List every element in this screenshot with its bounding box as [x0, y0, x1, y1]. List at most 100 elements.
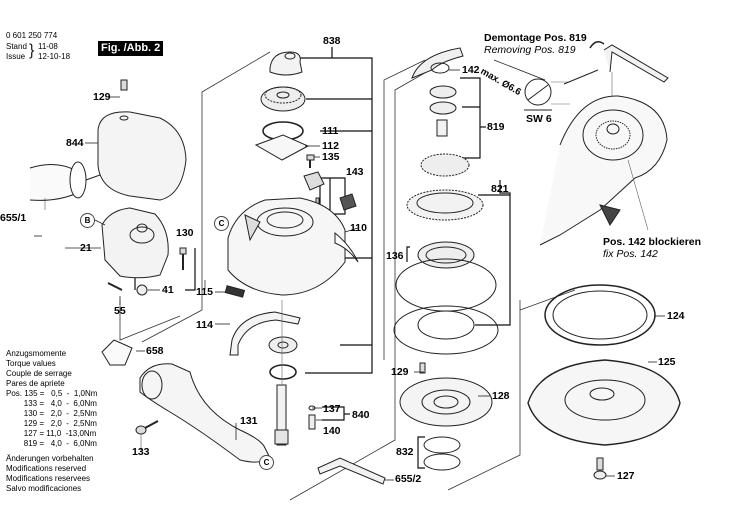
part-label-41: 41 — [162, 284, 174, 296]
part-label-111: 111 — [322, 125, 339, 137]
torque-title-fr: Couple de serrage — [6, 369, 72, 378]
drawing-seal-136 — [417, 241, 475, 269]
fix-instruction: fix Pos. 142 — [603, 248, 658, 260]
modification-notes: Änderungen vorbehalten Modifications res… — [6, 454, 94, 494]
removing-title: Removing Pos. 819 — [484, 44, 576, 56]
note-de: Änderungen vorbehalten — [6, 454, 94, 463]
drawing-motor-housing — [101, 207, 169, 279]
part-label-137: 137 — [323, 403, 341, 415]
part-label-655-2: 655/2 — [395, 473, 422, 485]
part-label-112: 112 — [322, 140, 339, 152]
part-label-821: 821 — [491, 183, 509, 195]
callout-b: B — [80, 213, 95, 228]
part-label-135: 135 — [322, 151, 340, 163]
part-label-142: 142 — [462, 64, 480, 76]
part-label-658: 658 — [146, 345, 164, 357]
drawing-rings — [393, 258, 499, 355]
torque-row: 127 = 11,0 -13,0Nm — [6, 429, 97, 438]
issue-label: Issue — [6, 52, 26, 61]
drawing-rings-832 — [423, 436, 461, 471]
part-label-840: 840 — [352, 409, 370, 421]
drawing-sleeve-658 — [101, 339, 133, 366]
drawing-screw-135 — [306, 154, 315, 168]
brace: } — [29, 42, 35, 59]
part-number: 0 601 250 774 — [6, 31, 58, 40]
drawing-cap — [269, 51, 303, 76]
drawing-screw-133 — [135, 420, 159, 448]
leader-lines — [34, 69, 665, 481]
drawing-ring-124 — [544, 284, 656, 346]
part-label-125: 125 — [658, 356, 676, 368]
part-label-128: 128 — [492, 390, 510, 402]
bracket-838 — [300, 47, 373, 374]
part-label-129-right: 129 — [391, 366, 409, 378]
part-label-115: 115 — [196, 286, 213, 298]
drawing-bevel-gear — [260, 86, 306, 112]
drawing-screw-129b — [419, 362, 426, 374]
drawing-bearing — [268, 336, 298, 380]
stand-value: 11-08 — [38, 42, 58, 51]
part-label-127: 127 — [617, 470, 635, 482]
part-label-130: 130 — [176, 227, 194, 239]
drawing-pad-base-128 — [399, 377, 493, 427]
callout-c: C — [214, 216, 229, 231]
part-label-110: 110 — [350, 222, 367, 234]
part-label-844: 844 — [66, 137, 84, 149]
drawing-handle — [139, 363, 271, 463]
torque-row: 130 = 2,0 - 2,5Nm — [6, 409, 97, 418]
bracket-misc — [134, 77, 511, 469]
drawing-side-handle — [29, 161, 101, 210]
drawing-bearings-819 — [429, 85, 457, 137]
drawing-spring — [224, 285, 246, 298]
torque-title-es: Pares de apriete — [6, 379, 65, 388]
issue-value: 12-10-18 — [38, 52, 71, 61]
part-label-832: 832 — [396, 446, 414, 458]
drawing-cover-plate-142 — [411, 47, 464, 79]
stand-label: Stand — [6, 42, 27, 51]
drawing-brush-holders — [303, 171, 357, 211]
part-label-21: 21 — [80, 242, 92, 254]
drawing-gears-821 — [406, 153, 484, 221]
callout-c: C — [259, 455, 274, 470]
frame-left — [141, 51, 431, 501]
drawing-motor-cover — [97, 79, 187, 201]
torque-title-en: Torque values — [6, 359, 56, 368]
part-label-131: 131 — [240, 415, 258, 427]
torque-row: Pos. 135 = 0,5 - 1,0Nm — [6, 389, 98, 398]
torque-row: 129 = 2,0 - 2,5Nm — [6, 419, 97, 428]
note-en: Modifications reserved — [6, 464, 87, 473]
demontage-title: Demontage Pos. 819 — [484, 32, 587, 44]
drawing-demontage-detail — [493, 41, 669, 246]
part-label-133: 133 — [132, 446, 150, 458]
frame-handle — [119, 280, 206, 341]
drawing-sanding-pad-125 — [527, 359, 681, 446]
part-label-140: 140 — [323, 425, 341, 437]
drawing-spindle — [274, 300, 289, 446]
torque-title-de: Anzugsmomente — [6, 349, 67, 358]
drawing-allen-key — [317, 457, 386, 485]
drawing-plate — [254, 134, 310, 161]
part-label-136: 136 — [386, 250, 404, 262]
torque-table: Anzugsmomente Torque values Couple de se… — [6, 349, 97, 449]
part-label-838: 838 — [323, 35, 341, 47]
frame-right — [383, 59, 576, 491]
drawing-pin — [308, 405, 316, 430]
drawing-screw-55 — [107, 282, 148, 296]
part-label-129: 129 — [93, 91, 111, 103]
drawing-clamp-band — [229, 311, 301, 356]
part-label-124: 124 — [667, 310, 685, 322]
drawing-clip-110 — [334, 231, 359, 263]
part-label-655-1: 655/1 — [0, 212, 27, 224]
torque-row: 133 = 4,0 - 6,0Nm — [6, 399, 97, 408]
figure-label: Fig. /Abb. 2 — [98, 41, 164, 56]
part-label-114: 114 — [196, 319, 213, 331]
block-instruction: Pos. 142 blockieren — [603, 236, 702, 248]
part-label-819: 819 — [487, 121, 505, 133]
part-label-143: 143 — [346, 166, 364, 178]
drawing-gear-housing — [227, 197, 346, 296]
torque-row: 819 = 4,0 - 6,0Nm — [6, 439, 97, 448]
wrench-size-label: SW 6 — [526, 113, 552, 125]
drawing-screw-130 — [179, 247, 187, 270]
note-fr: Modifications reservees — [6, 474, 91, 483]
